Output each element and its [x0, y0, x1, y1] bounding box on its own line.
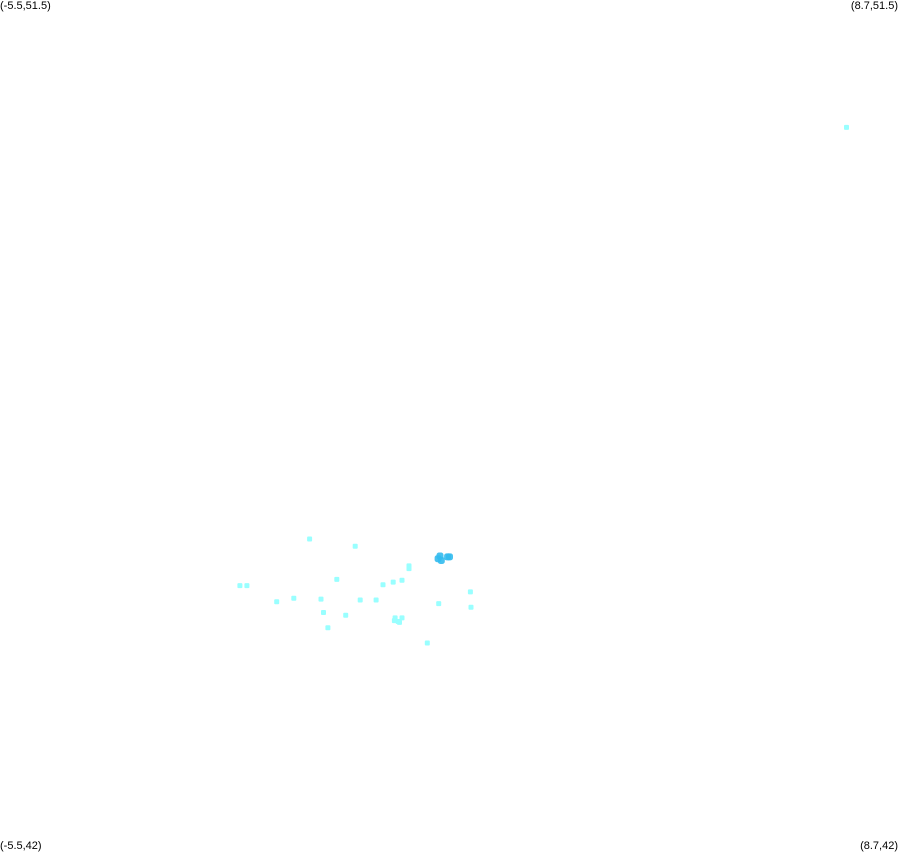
map-point[interactable] [380, 582, 386, 588]
map-point[interactable] [237, 583, 243, 589]
map-point[interactable] [437, 557, 445, 564]
map-point[interactable] [291, 595, 297, 601]
map-point[interactable] [390, 579, 396, 585]
map-point[interactable] [424, 640, 430, 646]
map-point[interactable] [307, 536, 313, 542]
corner-label-top-left: (-5.5,51.5) [0, 0, 51, 12]
map-point[interactable] [352, 543, 358, 549]
map-point[interactable] [844, 124, 849, 130]
map-point[interactable] [391, 618, 397, 624]
map-point[interactable] [334, 576, 340, 582]
map-point[interactable] [436, 601, 442, 607]
corner-label-top-right: (8.7,51.5) [850, 0, 898, 12]
map-point[interactable] [321, 610, 326, 615]
corner-label-bottom-right: (8.7,42) [860, 840, 898, 852]
map-point[interactable] [325, 625, 331, 631]
corner-label-bottom-left: (-5.5,42) [0, 840, 42, 852]
map-point[interactable] [343, 612, 349, 618]
map-point[interactable] [318, 596, 324, 602]
map-point[interactable] [446, 553, 453, 561]
map-point[interactable] [406, 563, 412, 569]
map-point[interactable] [399, 615, 405, 621]
map-point[interactable] [468, 604, 474, 610]
map-point[interactable] [373, 597, 379, 603]
map-point[interactable] [467, 589, 473, 595]
map-point[interactable] [274, 599, 280, 605]
map-point[interactable] [399, 577, 405, 583]
map-point[interactable] [244, 583, 250, 589]
map-point[interactable] [357, 597, 363, 603]
map-point[interactable] [397, 619, 402, 625]
